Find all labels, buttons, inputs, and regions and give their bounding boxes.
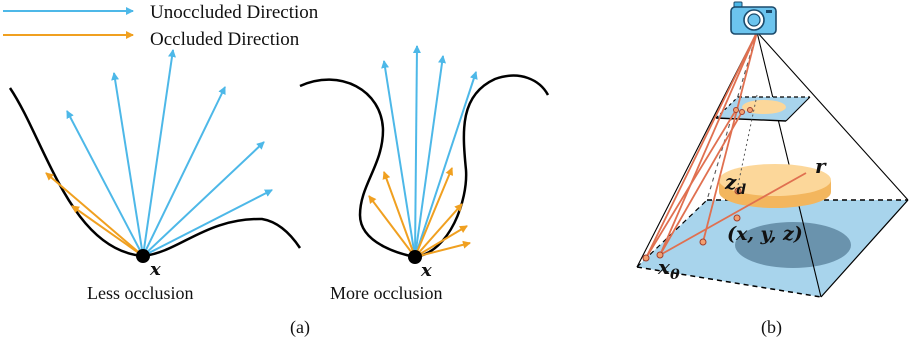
ray-occluded (71, 205, 144, 257)
disk-top (719, 164, 831, 196)
legend: Unoccluded Direction Occluded Direction (3, 2, 319, 50)
ray-sample-points (642, 107, 753, 262)
near-plane-right-edge (785, 96, 811, 122)
dotted-projection (736, 94, 758, 191)
diagram-pyramid: zd r (x, y, z) x0 (636, 1, 909, 298)
ray-unoccluded (142, 141, 265, 257)
ray-occluded (45, 172, 144, 257)
ray-occluded (414, 225, 468, 258)
ray-occluded (414, 167, 454, 258)
near-plane-front-edge (715, 117, 787, 122)
caption-more-occlusion: More occlusion (330, 283, 442, 303)
diagram-more-occlusion: x More occlusion (299, 45, 550, 303)
point-label-left: x (149, 259, 161, 280)
sampling-rays (645, 31, 807, 259)
unoccluded-rays-right (381, 45, 478, 258)
camera-icon (730, 1, 777, 35)
bottom-plane-right-edge (820, 199, 909, 298)
label-r: r (815, 154, 827, 178)
panel-label-a: (a) (290, 317, 310, 338)
ray-occluded (368, 195, 416, 258)
label-xyz: (x, y, z) (727, 223, 803, 245)
bottom-plane-front-edge (636, 266, 822, 298)
panel-label-b: (b) (761, 317, 782, 338)
ray-occluded (414, 203, 463, 258)
ray-unoccluded (142, 189, 273, 257)
pyramid-edges (636, 31, 909, 298)
ray-unoccluded (412, 45, 421, 258)
legend-unoccluded-label: Unoccluded Direction (150, 2, 319, 23)
ray-unoccluded (142, 86, 226, 257)
diagram-less-occlusion: x Less occlusion (8, 49, 302, 303)
ray-unoccluded (111, 72, 144, 257)
ray-unoccluded (414, 71, 478, 258)
surface-curve-left (8, 87, 302, 258)
disk-shadow (735, 222, 851, 268)
occluded-rays-left (45, 172, 144, 257)
surface-point-left (136, 249, 150, 263)
legend-occluded-label: Occluded Direction (150, 29, 300, 50)
label-x0: x0 (657, 255, 680, 283)
ray-unoccluded (381, 60, 416, 258)
near-plane-projection (742, 100, 786, 114)
ray-unoccluded (142, 49, 176, 257)
point-label-right: x (420, 260, 432, 281)
unoccluded-rays-left (66, 49, 273, 257)
ray-occluded (414, 240, 471, 258)
near-plane-left-edge (715, 96, 739, 119)
ray-r (659, 172, 807, 256)
surface-point-right (408, 250, 422, 264)
ray-unoccluded (66, 110, 144, 257)
caption-less-occlusion: Less occlusion (87, 283, 193, 303)
occluded-rays-right (368, 167, 471, 258)
ray-unoccluded (414, 55, 446, 258)
ray-occluded (382, 171, 416, 258)
label-z-d: zd (724, 170, 746, 198)
